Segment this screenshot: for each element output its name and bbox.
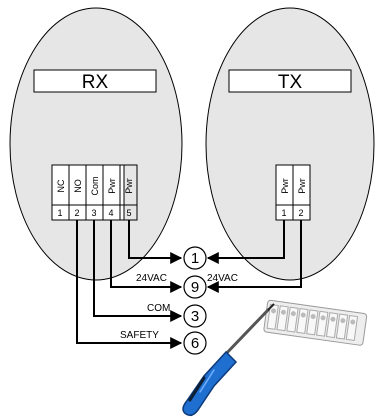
- terminal-9: 9: [183, 275, 207, 299]
- tx-unit: TX Pwr Pwr 1 2: [205, 7, 375, 281]
- safety-label: SAFETY: [120, 330, 159, 341]
- rx-pin-number: 4: [108, 208, 113, 218]
- terminal-3: 3: [183, 304, 207, 328]
- rx-pin-number: 2: [74, 208, 79, 218]
- tx-pin-number: 1: [281, 208, 286, 218]
- com-label: COM: [147, 303, 170, 314]
- terminal-number: 9: [191, 279, 199, 296]
- rx-pin-name: NO: [73, 179, 83, 193]
- wires: [76, 220, 302, 349]
- tx-pin-name: Pwr: [280, 178, 290, 194]
- rx-pin-number: 3: [91, 208, 96, 218]
- tx-label-box: [228, 69, 352, 93]
- tx-24vac-label: 24VAC: [207, 273, 238, 284]
- tx-pin-name: Pwr: [297, 178, 307, 194]
- wire-rx2-to-t6: [76, 220, 183, 349]
- rx-pin-name: Pwr: [107, 178, 117, 194]
- tx-pin-number: 2: [298, 208, 303, 218]
- tx-housing: [205, 7, 375, 281]
- rx-terminal-block: NC NO Com Pwr Pwr 1 2 3 4 5: [51, 164, 134, 221]
- terminal-number: 1: [191, 250, 199, 267]
- rx-pin-number: 5: [126, 208, 131, 218]
- rx-pin-name: NC: [56, 179, 66, 192]
- wire-tx1-to-t1: [206, 220, 285, 264]
- rx-housing: [9, 7, 183, 281]
- rx-pin-name: Pwr: [124, 178, 134, 194]
- terminal-6: 6: [183, 331, 207, 355]
- wire-rx5-to-t1: [128, 220, 183, 264]
- tx-terminal-block: Pwr Pwr 1 2: [275, 164, 311, 221]
- screwdriver-icon: [182, 303, 275, 417]
- wire-rx4-to-t9: [110, 220, 183, 293]
- rx-title: RX: [82, 72, 109, 93]
- terminal-1: 1: [183, 246, 207, 270]
- wire-rx3-to-t3: [93, 220, 183, 322]
- wire-tx2-to-t9: [206, 220, 302, 293]
- rx-24vac-label: 24VAC: [136, 273, 167, 284]
- rx-label-box: [33, 69, 157, 93]
- terminal-number: 6: [191, 335, 199, 352]
- rx-pin-number: 1: [57, 208, 62, 218]
- terminal-strip-image: [263, 299, 368, 346]
- rx-unit: RX NC NO Com Pwr Pwr 1 2 3 4 5: [9, 7, 183, 281]
- terminal-number: 3: [191, 308, 199, 325]
- tx-title: TX: [278, 72, 303, 93]
- rx-pin-name: Com: [90, 176, 100, 195]
